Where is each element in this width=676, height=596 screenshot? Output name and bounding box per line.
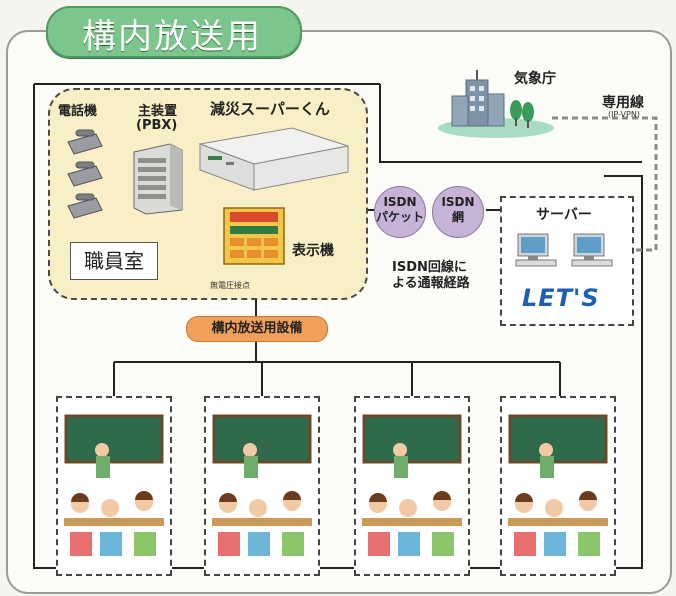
classroom-3 [354,396,470,576]
isdn-network-bubble: ISDN 網 [432,186,484,238]
display-label: 表示機 [292,243,334,259]
classroom-1 [56,396,172,576]
telephone-icon [67,129,103,219]
diagram-title: 構内放送用 [82,17,262,57]
classroom-illustration-icon [508,414,608,556]
lets-logo: LET'S [522,284,600,312]
jma-label: 気象庁 [514,71,556,87]
isdn-net-line1: ISDN [441,195,475,209]
server-label: サーバー [536,207,592,223]
computer-icon [515,233,613,267]
pbx-label: 主装置 [138,104,178,119]
isdn-net-line2: 網 [451,210,464,224]
staff-room-label: 職員室 [70,242,158,280]
classroom-illustration-icon [64,414,164,556]
display-unit-icon [223,207,285,265]
pa-equipment-label: 構内放送用設備 [186,316,328,342]
super-kun-label: 減災スーパーくん [210,100,330,118]
classroom-illustration-icon [212,414,312,556]
title-tab [46,6,302,58]
phone-label: 電話機 [58,104,98,119]
server-unit-icon [198,127,349,191]
classroom-2 [204,396,320,576]
building-icon [438,70,554,138]
isdn-route-line1: ISDN回線に [392,260,467,275]
pbx-icon [133,143,183,215]
dedicated-line-sublabel: (IP-VPN) [608,110,640,119]
isdn-route-line2: よる通報経路 [392,276,470,291]
contact-label: 無電圧接点 [210,281,250,290]
classroom-4 [500,396,616,576]
dedicated-line-label: 専用線 [602,95,644,111]
isdn-packet-line2: パケット [375,210,424,224]
isdn-packet-bubble: ISDN パケット [374,186,426,238]
isdn-packet-line1: ISDN [383,195,417,209]
pbx-sublabel: (PBX) [136,118,178,133]
classroom-illustration-icon [362,414,462,556]
